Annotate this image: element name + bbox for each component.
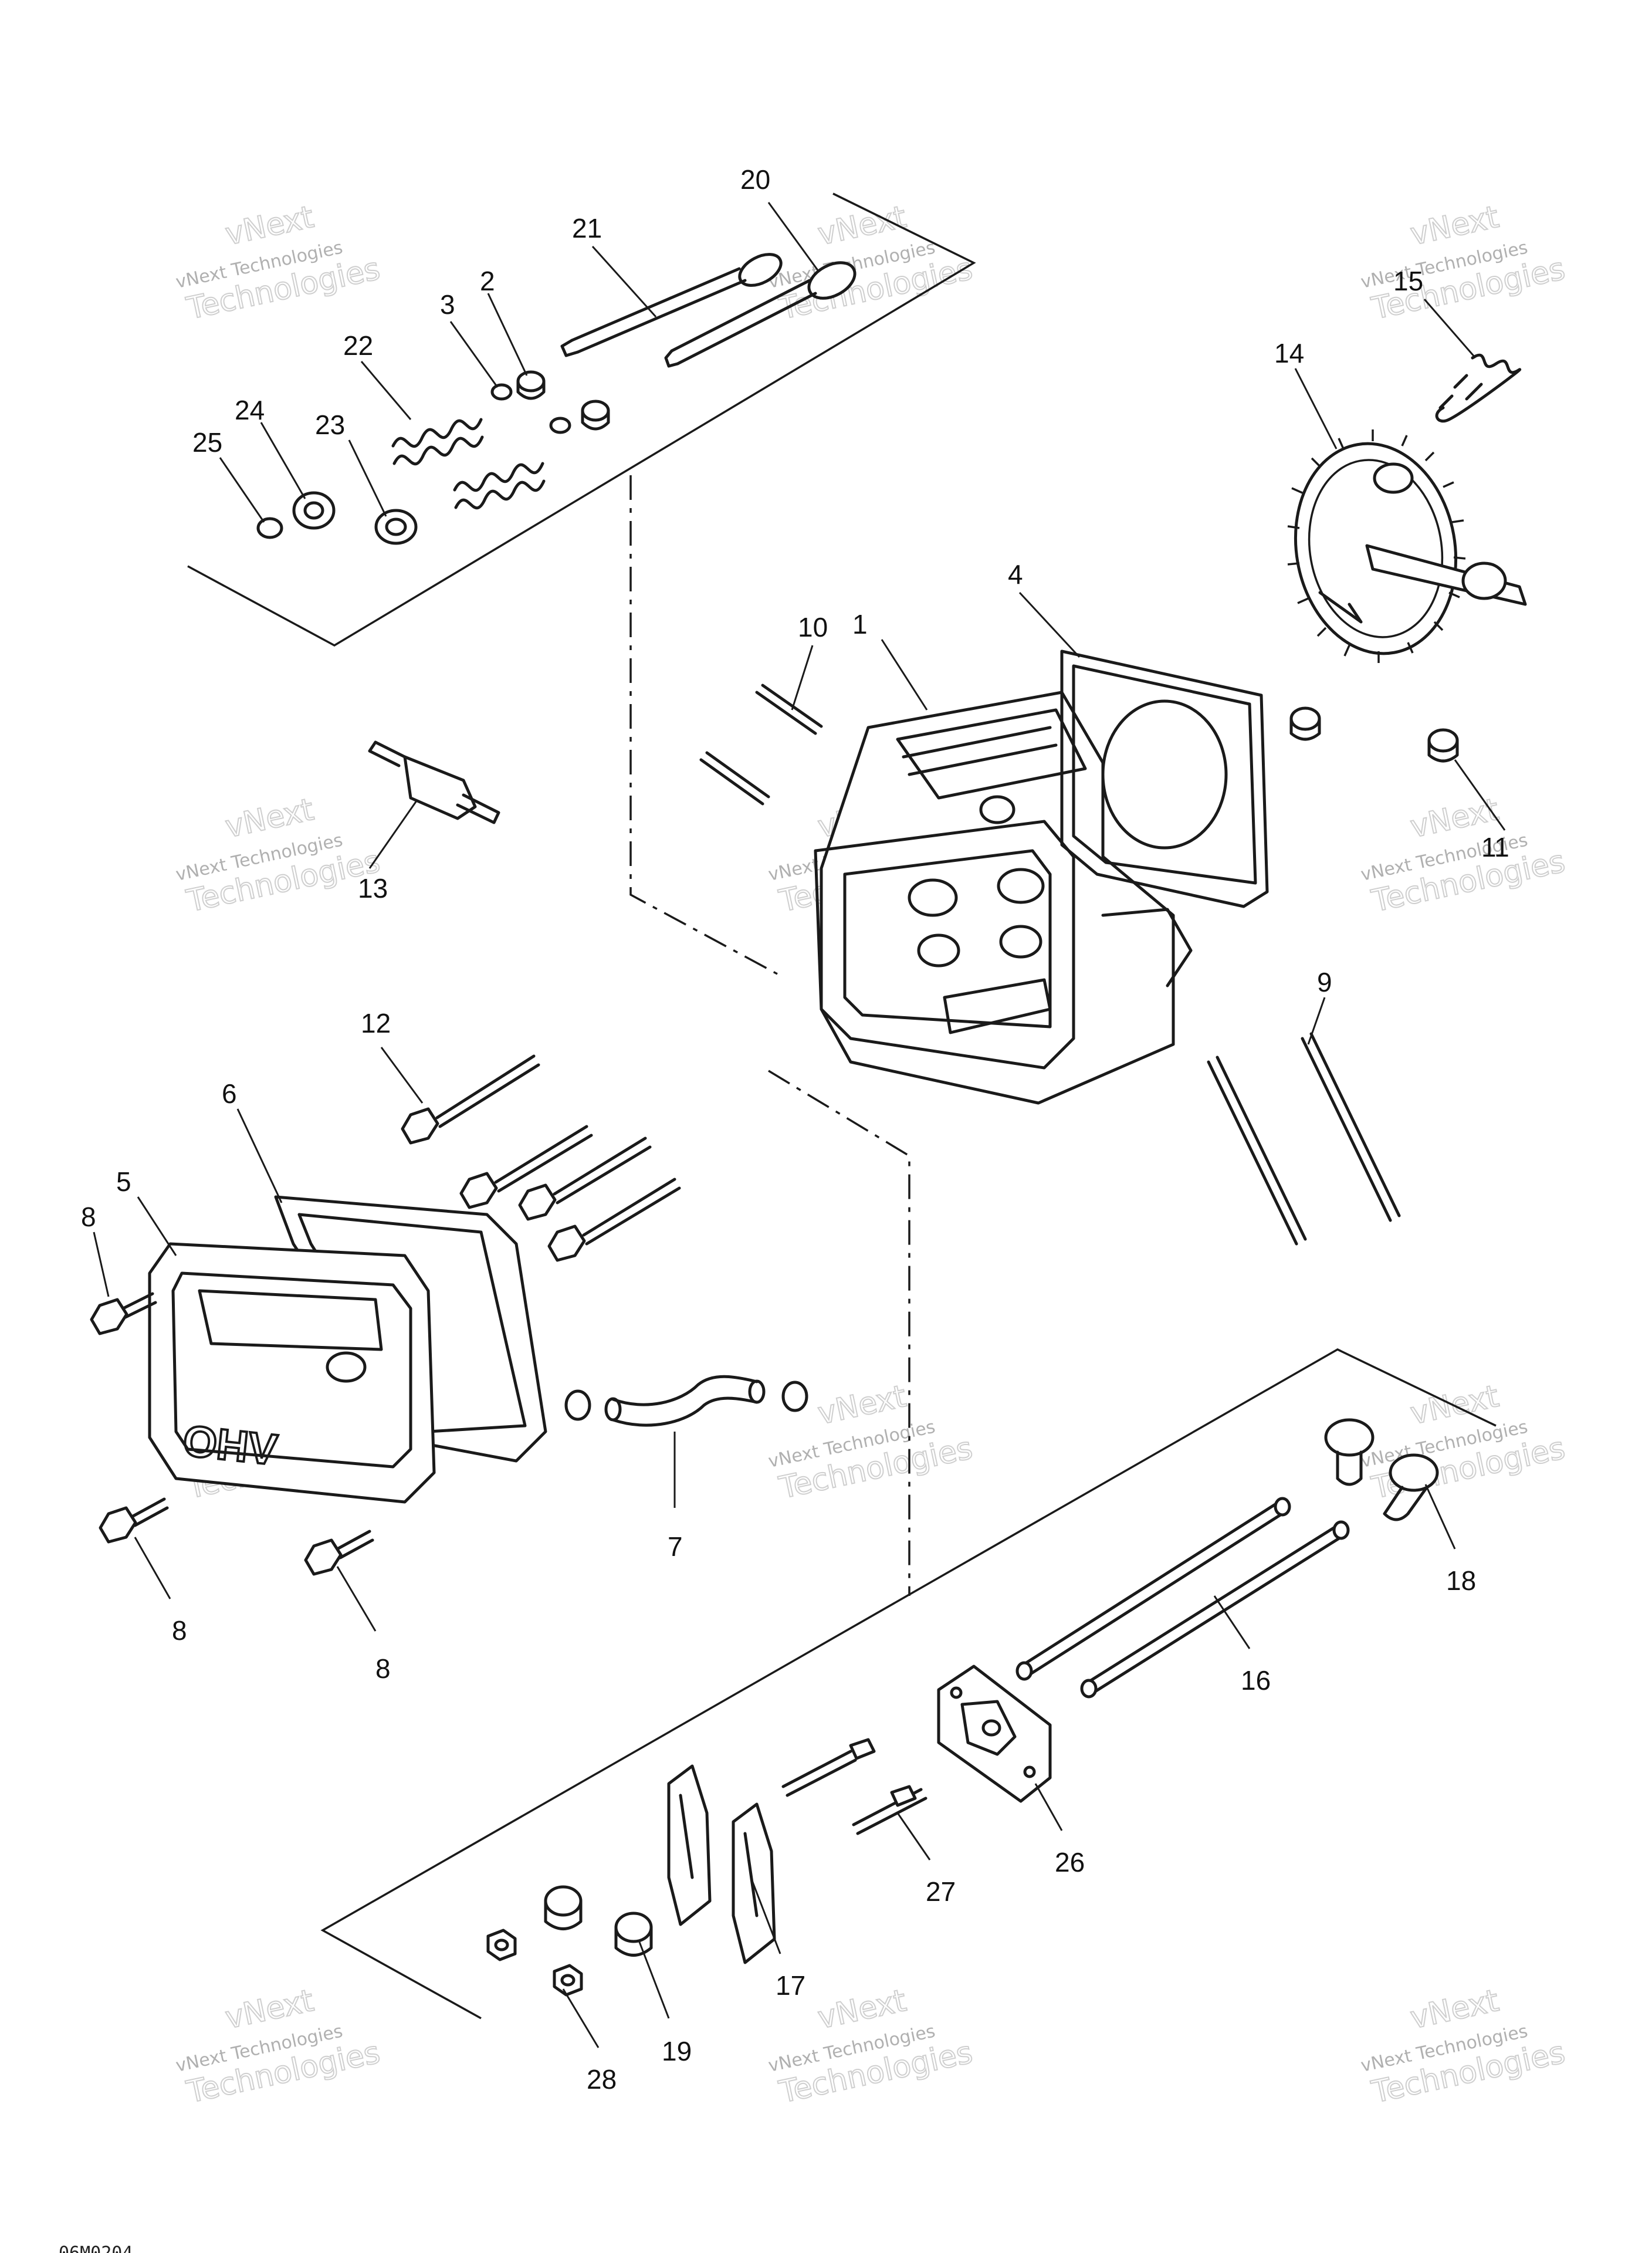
stud-27 bbox=[781, 1738, 927, 1835]
hose-7 bbox=[564, 1375, 808, 1427]
svg-text:vNext: vNext bbox=[1407, 1983, 1502, 2036]
adapter-13 bbox=[368, 740, 500, 824]
watermark: vNext vNext Technologies Technologies bbox=[1359, 1983, 1568, 2111]
dowel-11 bbox=[1289, 706, 1459, 763]
watermark: vNext vNext Technologies Technologies bbox=[1359, 199, 1568, 327]
svg-text:vNext: vNext bbox=[222, 199, 317, 252]
reference-code: 06M0204 bbox=[59, 2243, 133, 2253]
callout-27: 27 bbox=[926, 1876, 956, 1907]
callout-22: 22 bbox=[343, 330, 373, 361]
callout-26: 26 bbox=[1055, 1847, 1085, 1877]
callout-21: 21 bbox=[572, 213, 602, 243]
clip-3 bbox=[490, 383, 571, 434]
callout-13: 13 bbox=[358, 873, 388, 904]
callout-20: 20 bbox=[740, 164, 770, 195]
callout-7: 7 bbox=[668, 1531, 683, 1562]
callout-14: 14 bbox=[1274, 338, 1304, 368]
nut-28 bbox=[486, 1929, 583, 1997]
svg-text:vNext: vNext bbox=[815, 1379, 909, 1432]
frame-rocker-group bbox=[320, 1348, 1497, 2019]
valve-21 bbox=[560, 253, 783, 357]
watermark: vNext vNext Technologies Technologies bbox=[1359, 791, 1568, 920]
valve-20 bbox=[664, 261, 857, 368]
callout-1: 1 bbox=[852, 609, 868, 640]
valve-cover-5: OHV bbox=[148, 1242, 436, 1504]
svg-text:vNext: vNext bbox=[222, 1983, 317, 2036]
bolt-12 bbox=[401, 1054, 681, 1262]
callout-24: 24 bbox=[235, 395, 265, 425]
callout-16: 16 bbox=[1241, 1665, 1271, 1696]
seal-23 bbox=[374, 509, 418, 545]
dash-line-lower bbox=[768, 1070, 910, 1596]
svg-text:vNext: vNext bbox=[1407, 199, 1502, 252]
callout-4: 4 bbox=[1008, 559, 1023, 590]
callout-15: 15 bbox=[1393, 266, 1423, 296]
callout-8c: 8 bbox=[375, 1653, 391, 1684]
watermark: vNext vNext Technologies Technologies bbox=[174, 199, 383, 327]
spring-15 bbox=[1435, 353, 1522, 423]
callout-28: 28 bbox=[587, 2064, 617, 2095]
valve-guide-2 bbox=[516, 370, 610, 431]
callout-6: 6 bbox=[222, 1078, 237, 1109]
watermark: vNext vNext Technologies Technologies bbox=[766, 1378, 976, 1507]
callout-3: 3 bbox=[440, 289, 455, 320]
callout-25: 25 bbox=[192, 427, 222, 458]
rocker-arm-17 bbox=[667, 1764, 776, 1964]
dash-line-upper bbox=[629, 475, 778, 975]
spring-22 bbox=[391, 418, 546, 510]
stud-9 bbox=[1207, 1032, 1401, 1246]
callout-12: 12 bbox=[361, 1008, 391, 1038]
tappet-18 bbox=[1324, 1418, 1439, 1521]
stud-10 bbox=[699, 684, 823, 806]
guide-plate-26 bbox=[937, 1665, 1052, 1803]
svg-text:vNext: vNext bbox=[222, 792, 317, 845]
ohv-lettering: OHV bbox=[181, 1416, 279, 1474]
callout-19: 19 bbox=[662, 2036, 692, 2066]
frame-valve-group bbox=[187, 192, 976, 647]
callout-9: 9 bbox=[1317, 967, 1332, 997]
gasket-4 bbox=[1060, 649, 1269, 908]
callout-23: 23 bbox=[315, 410, 345, 440]
callout-labels: 20 21 2 3 22 24 23 25 15 14 4 10 1 11 13… bbox=[81, 164, 1509, 2095]
watermark: vNext vNext Technologies Technologies bbox=[1359, 1378, 1568, 1507]
push-rod-16 bbox=[1015, 1497, 1350, 1699]
camshaft-14 bbox=[1287, 429, 1527, 663]
callout-8a: 8 bbox=[81, 1202, 96, 1232]
leader-lines bbox=[93, 202, 1506, 2048]
callout-11: 11 bbox=[1481, 832, 1509, 862]
bolt-8 bbox=[90, 1292, 374, 1576]
callout-17: 17 bbox=[776, 1970, 805, 2001]
callout-8b: 8 bbox=[172, 1615, 187, 1646]
washer-24 bbox=[292, 491, 336, 530]
cylinder-head-1 bbox=[814, 691, 1193, 1105]
callout-2: 2 bbox=[480, 266, 495, 296]
callout-10: 10 bbox=[798, 612, 828, 642]
cap-25 bbox=[256, 517, 283, 539]
watermark: vNext vNext Technologies Technologies bbox=[174, 1983, 383, 2111]
callout-18: 18 bbox=[1446, 1565, 1476, 1596]
callout-5: 5 bbox=[116, 1166, 131, 1197]
pivot-19 bbox=[544, 1885, 653, 1957]
watermark: vNext vNext Technologies Technologies bbox=[174, 791, 383, 920]
svg-text:vNext: vNext bbox=[815, 1983, 909, 2036]
